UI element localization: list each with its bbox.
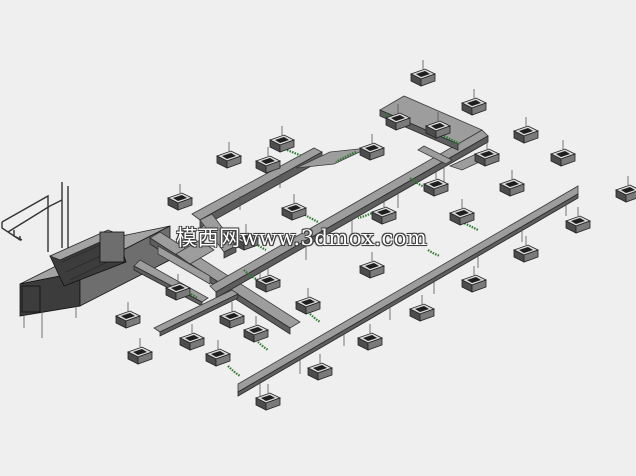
- main-duct-middle: [209, 129, 489, 299]
- diffuser: [449, 198, 475, 226]
- diffuser: [550, 139, 576, 167]
- diffuser: [205, 339, 231, 367]
- support-frame: [1, 182, 69, 252]
- diffuser: [216, 141, 242, 169]
- diffuser: [565, 206, 591, 234]
- diffuser: [269, 125, 295, 153]
- diffuser: [243, 315, 269, 343]
- diffuser: [513, 116, 539, 144]
- diffuser: [359, 133, 385, 161]
- air-handling-unit: [19, 225, 171, 338]
- diffuser: [357, 323, 383, 351]
- diffuser: [219, 301, 245, 329]
- diffuser: [409, 294, 435, 322]
- diffuser: [179, 323, 205, 351]
- diffuser: [255, 146, 281, 174]
- diffuser: [461, 265, 487, 293]
- main-duct-upper: [191, 147, 323, 259]
- diffuser: [410, 59, 436, 87]
- diffuser: [127, 337, 153, 365]
- diffuser: [281, 193, 307, 221]
- diffuser: [513, 235, 539, 263]
- diffuser: [615, 175, 636, 203]
- watermark-text: 模西网www.3dmox.com: [176, 226, 428, 250]
- diffuser: [461, 88, 487, 116]
- diffuser: [307, 353, 333, 381]
- diffuser: [115, 301, 141, 329]
- diffuser: [295, 287, 321, 315]
- diffuser: [167, 183, 193, 211]
- diffuser: [359, 251, 385, 279]
- diffuser: [499, 169, 525, 197]
